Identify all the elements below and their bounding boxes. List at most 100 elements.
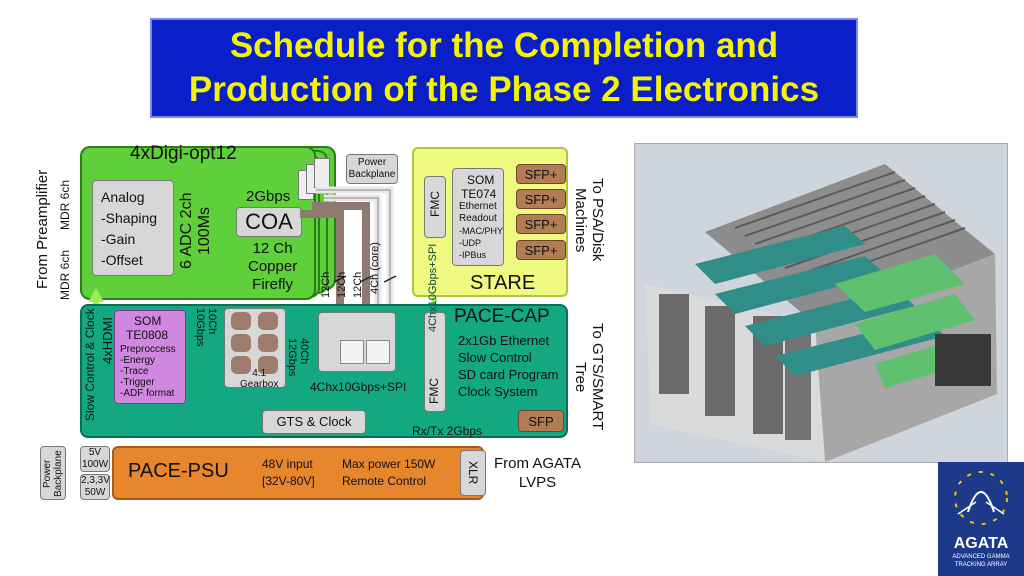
slow-control-clock-label: Slow Control & Clock [83,308,97,422]
analog-box: Analog -Shaping -Gain -Offset [92,180,174,276]
slide-title-line-1: Schedule for the Completion and [229,26,779,65]
ch40-label: 40Ch 12Gbps [286,338,310,377]
stare-som-line-2: TE074 [461,187,497,201]
psu-input-line-1: 48V input [262,457,313,471]
gbps-label: 2Gbps [246,188,291,205]
stare-link-label: 4Chx10Gbps+SPI [427,243,439,332]
pacecap-som-box: SOM TE0808 Preproccess -Energy -Trace -T… [114,310,186,404]
pacecap-receiver-slot-2 [366,340,390,364]
pacecap-feature-1: 2x1Gb Ethernet [458,333,550,348]
psu-name: PACE-PSU [128,460,229,482]
stare-name: STARE [470,272,536,294]
gearbox-chip-5 [231,356,251,374]
psu-input-line-2: [32V-80V] [262,474,315,488]
agata-logo-name: AGATA [953,535,1009,552]
gearbox-chip-3 [231,334,251,352]
rxtx-label: Rx/Tx 2Gbps [412,424,483,438]
preprocess-line-2: -Energy [120,355,156,366]
analog-line-3: -Gain [101,231,136,247]
analog-line-1: Analog [101,189,145,205]
ch-label-3: 12Ch [352,271,364,298]
psu-xlr-label: XLR [466,461,480,485]
agata-logo-sub-2: TRACKING ARRAY [954,562,1008,568]
gearbox-chip-2 [258,312,278,330]
psu-xlr-box: XLR [460,450,486,496]
cable-dark-1 [312,202,370,352]
gearbox-chip-4 [258,334,278,352]
cable-light-outline-2 [324,197,379,350]
stare-fmc-box: FMC [424,176,446,238]
analog-line-2: -Shaping [101,210,158,226]
pacecap-fmc-label: FMC [427,378,441,404]
preprocess-line-1: Preproccess [120,344,176,355]
preprocess-line-5: -ADF format [120,388,175,399]
electronics-crate-drawing [635,144,1007,462]
pacecap-name: PACE-CAP [454,306,550,327]
pacecap-link-label: 4Chx10Gbps+SPI [310,380,407,394]
psu-board [112,446,484,500]
preprocess-line-4: -Trigger [120,377,155,388]
pacecap-receiver-slot-1 [340,340,364,364]
stare-som-line-6: -UDP [459,238,481,248]
agata-logo-sub-1: ADVANCED GAMMA [952,554,1010,560]
crate-side-grille [935,334,991,386]
pacecap-feature-3: SD card Program [458,367,559,382]
digi-board-title: 4xDigi-opt12 [130,143,237,164]
stare-som-line-5: -MAC/PHY [459,226,504,236]
analog-line-4: -Offset [101,252,143,268]
psu-233v-box: 2,3,3V 50W [80,474,110,500]
to-psa-label: To PSA/Disk Machines [572,178,606,262]
gts-clock-box: GTS & Clock [262,410,366,434]
stare-som-line-1: SOM [467,173,495,187]
pacecap-sfp: SFP [518,410,564,432]
stare-som-line-7: -IPBus [459,250,487,260]
pacecap-feature-2: Slow Control [458,350,532,365]
pacecap-features: 2x1Gb Ethernet Slow Control SD card Prog… [458,332,558,400]
gearbox-chip-6 [258,356,278,374]
stare-som-box: SOM TE074 Ethernet Readout -MAC/PHY -UDP… [452,168,504,266]
psu-max-line-1: Max power 150W [342,457,436,471]
crate-top-vents [734,171,966,285]
from-lvps-label: From AGATA LVPS [494,455,581,491]
ch-label-2: 12Ch [336,271,348,298]
stare-sfp-3: SFP+ [516,214,566,234]
gearbox-label: 4:1 Gearbox [240,368,279,390]
stare-som-line-4: Readout [459,213,497,224]
firefly-line-2: Copper [248,258,298,275]
stare-som-line-3: Ethernet [459,201,497,212]
cable-tick-2 [359,275,373,283]
hdmi-label: 4xHDMI [100,317,115,364]
psu-power-backplane-label: Power Backplane [42,450,64,498]
cable-tick-3 [383,275,397,283]
stare-sfp-4: SFP+ [516,240,566,260]
hdmi-arrowhead [88,288,104,302]
psu-max-block: Max power 150W Remote Control [342,456,435,490]
firefly-line-1: 12 Ch [252,240,293,257]
coa-box: COA [236,207,302,237]
gearbox-chip-1 [231,312,251,330]
cable-light-outline-1 [316,189,391,350]
preprocess-line-3: -Trace [120,366,149,377]
pacecap-som-line-2: TE0808 [126,328,169,342]
psu-max-line-2: Remote Control [342,474,427,488]
ch10-label: 10Ch 10Gbps [194,308,218,347]
psu-power-backplane: Power Backplane [40,446,66,500]
psu-input-block: 48V input [32V-80V] [262,456,315,490]
psu-5v-box: 5V 100W [80,446,110,472]
slide-title-line-2: Production of the Phase 2 Electronics [188,70,820,109]
firefly-line-3: Firefly [252,276,294,293]
digi-power-backplane: Power Backplane [346,154,398,184]
stare-sfp-2: SFP+ [516,189,566,209]
to-gts-label: To GTS/SMART Tree [572,323,606,431]
ch-label-4: 4Ch (core) [369,242,381,294]
pacecap-feature-4: Clock System [458,384,538,399]
firefly-label: 12 Ch Copper Firefly [248,240,297,294]
stare-sfp-1: SFP+ [516,164,566,184]
electronics-crate-image [634,143,1008,463]
slide-title-box: Schedule for the Completion and Producti… [150,18,858,118]
cable-tick-1 [333,275,347,283]
ch-label-1: 12Ch [320,271,332,298]
pacecap-fmc-box [424,312,446,412]
pacecap-som-line-1: SOM [134,314,162,328]
agata-logo-stars [954,471,1008,525]
